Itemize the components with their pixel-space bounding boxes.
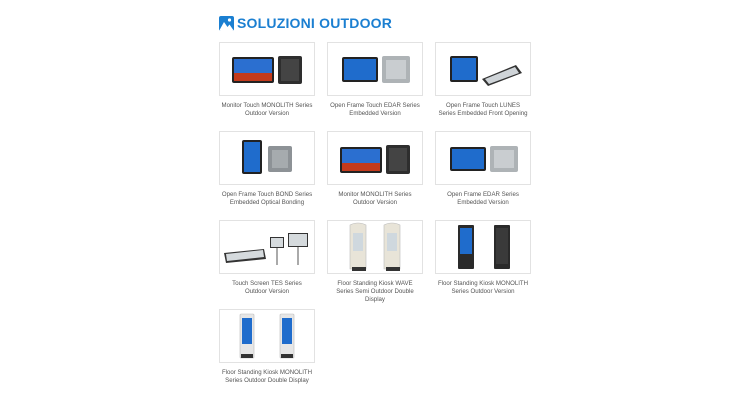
product-caption[interactable]: Open Frame Touch BOND Series Embedded Op… bbox=[221, 191, 313, 206]
product-image[interactable] bbox=[435, 131, 531, 185]
product-grid: Monitor Touch MONOLITH Series Outdoor Ve… bbox=[219, 42, 531, 398]
section-header: SOLUZIONI OUTDOOR bbox=[219, 12, 392, 34]
mountain-landscape-icon bbox=[219, 15, 234, 31]
product-caption[interactable]: Open Frame Touch EDAR Series Embedded Ve… bbox=[330, 102, 420, 117]
product-caption[interactable]: Touch Screen TES Series Outdoor Version bbox=[232, 280, 302, 295]
product-image[interactable] bbox=[219, 131, 315, 185]
product-card[interactable]: Monitor MONOLITH Series Outdoor Version bbox=[327, 131, 423, 220]
page-title: SOLUZIONI OUTDOOR bbox=[237, 15, 393, 31]
product-card[interactable]: Open Frame Touch LUNES Series Embedded F… bbox=[435, 42, 531, 131]
product-image[interactable] bbox=[219, 220, 315, 274]
product-image[interactable] bbox=[327, 220, 423, 274]
product-caption[interactable]: Floor Standing Kiosk MONOLITH Series Out… bbox=[437, 280, 529, 295]
product-image[interactable] bbox=[435, 220, 531, 274]
product-image[interactable] bbox=[435, 42, 531, 96]
product-card[interactable]: Monitor Touch MONOLITH Series Outdoor Ve… bbox=[219, 42, 315, 131]
product-caption[interactable]: Floor Standing Kiosk WAVE Series Semi Ou… bbox=[336, 280, 414, 303]
product-card[interactable]: Floor Standing Kiosk WAVE Series Semi Ou… bbox=[327, 220, 423, 309]
product-image[interactable] bbox=[327, 42, 423, 96]
product-caption[interactable]: Monitor Touch MONOLITH Series Outdoor Ve… bbox=[221, 102, 313, 117]
product-card[interactable]: Open Frame Touch EDAR Series Embedded Ve… bbox=[327, 42, 423, 131]
product-caption[interactable]: Open Frame Touch LUNES Series Embedded F… bbox=[438, 102, 528, 117]
product-image[interactable] bbox=[219, 309, 315, 363]
product-card[interactable]: Floor Standing Kiosk MONOLITH Series Out… bbox=[435, 220, 531, 309]
product-card[interactable]: Open Frame Touch BOND Series Embedded Op… bbox=[219, 131, 315, 220]
product-caption[interactable]: Monitor MONOLITH Series Outdoor Version bbox=[338, 191, 412, 206]
product-image[interactable] bbox=[327, 131, 423, 185]
product-card[interactable]: Open Frame EDAR Series Embedded Version bbox=[435, 131, 531, 220]
product-caption[interactable]: Open Frame EDAR Series Embedded Version bbox=[447, 191, 519, 206]
product-card[interactable]: Touch Screen TES Series Outdoor Version bbox=[219, 220, 315, 309]
product-card[interactable]: Floor Standing Kiosk MONOLITH Series Out… bbox=[219, 309, 315, 398]
product-image[interactable] bbox=[219, 42, 315, 96]
product-caption[interactable]: Floor Standing Kiosk MONOLITH Series Out… bbox=[221, 369, 313, 384]
